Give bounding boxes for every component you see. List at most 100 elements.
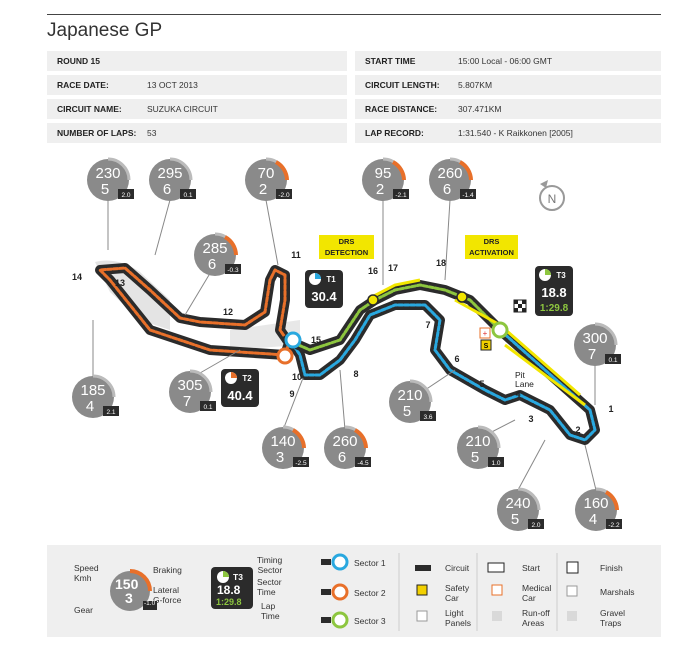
gauge-speed: 95 — [375, 165, 392, 182]
gauge-g-force: 2.0 — [121, 192, 130, 199]
gauge-speed: 285 — [202, 240, 227, 257]
drs-activation-label: DRS ACTIVATION — [469, 237, 514, 257]
corner-number: 8 — [353, 369, 358, 379]
legend-timing-sector: Timing Sector — [257, 555, 283, 575]
legend-braking: Braking — [153, 565, 182, 575]
speed-gauge: 702-2.0 — [245, 157, 292, 201]
legend-marshals: Marshals — [600, 587, 635, 597]
gauge-speed: 210 — [465, 433, 490, 450]
sector-1-marker — [284, 331, 302, 349]
gauge-g-force: -2.5 — [295, 460, 307, 467]
gauge-gear: 6 — [208, 256, 216, 273]
gauge-g-force: -0.3 — [227, 267, 239, 274]
timing-sector-label: T3 — [556, 271, 566, 280]
info-key: LAP RECORD: — [365, 128, 424, 138]
top-rule — [47, 14, 661, 15]
drs-detection-box — [319, 235, 374, 259]
corner-number: 7 — [425, 320, 430, 330]
corner-number: 5 — [479, 379, 484, 389]
gauge-g-force: 0.1 — [183, 192, 192, 199]
gauge-gear: 3 — [276, 449, 284, 466]
legend-sector3: Sector 3 — [354, 616, 386, 626]
gauge-speed: 260 — [332, 433, 357, 450]
gauge-g-force: 1.0 — [491, 460, 500, 467]
corner-number: 13 — [115, 278, 125, 288]
gauge-gear: 4 — [86, 398, 94, 415]
timing-lap-time: 1:29.8 — [540, 303, 569, 314]
gauge-speed: 240 — [505, 495, 530, 512]
gauge-speed: 140 — [270, 433, 295, 450]
gauge-gear: 4 — [589, 511, 597, 528]
legend-timing-value: 18.8 — [217, 583, 241, 597]
info-key: RACE DATE: — [57, 80, 109, 90]
legend-timing-lap: 1:29.8 — [216, 597, 242, 607]
compass-icon: N — [539, 180, 565, 211]
drs-detection-label: DRS DETECTION — [324, 237, 369, 257]
corner-number: 12 — [223, 307, 233, 317]
info-value: 53 — [147, 128, 157, 138]
svg-text:+: + — [483, 329, 488, 338]
gauge-gear: 5 — [101, 181, 109, 198]
info-key: NUMBER OF LAPS: — [57, 128, 137, 138]
corner-number: 14 — [72, 272, 82, 282]
gauge-gear: 6 — [163, 181, 171, 198]
pit-lane-label: Pit Lane — [515, 370, 534, 389]
corner-number: 11 — [291, 250, 301, 260]
info-value: 5.807KM — [458, 80, 493, 90]
gauge-gear: 6 — [443, 181, 451, 198]
gauge-g-force: -2.0 — [278, 192, 290, 199]
corner-number: 3 — [528, 414, 533, 424]
legend-medical-car: Medical Car — [522, 583, 552, 603]
gauge-gear: 7 — [588, 346, 596, 363]
finish-flag-icon — [513, 299, 527, 313]
info-key: ROUND 15 — [57, 56, 100, 66]
medical-car-icon: + — [479, 327, 491, 339]
gauge-speed: 210 — [397, 387, 422, 404]
info-key: CIRCUIT NAME: — [57, 104, 122, 114]
gauge-g-force: 0.1 — [203, 404, 212, 411]
info-row: CIRCUIT LENGTH: 5.807KM — [355, 75, 661, 95]
legend-gravel: Gravel Traps — [600, 608, 626, 628]
timing-sector-time: 40.4 — [227, 388, 253, 403]
gauge-g-force: -2.1 — [395, 192, 407, 199]
legend-sector-time: Sector Time — [257, 577, 282, 597]
info-value: 307.471KM — [458, 104, 502, 114]
info-row: ROUND 15 — [47, 51, 347, 71]
sector-2-marker — [276, 347, 294, 365]
gauge-g-force: -2.2 — [608, 522, 620, 529]
legend-gauge-speed: 150 — [115, 576, 139, 592]
gauge-speed: 305 — [177, 377, 202, 394]
legend-runoff: Run-off Areas — [522, 608, 550, 628]
legend-sector1: Sector 1 — [354, 558, 386, 568]
legend-speed: Speed Kmh — [74, 563, 99, 583]
gauge-g-force: -1.4 — [462, 192, 474, 199]
info-value: 13 OCT 2013 — [147, 80, 198, 90]
corner-number: 16 — [368, 266, 378, 276]
corner-number: 4 — [515, 389, 520, 399]
corner-number: 9 — [289, 389, 294, 399]
info-row: RACE DISTANCE: 307.471KM — [355, 99, 661, 119]
info-key: CIRCUIT LENGTH: — [365, 80, 440, 90]
info-row: RACE DATE: 13 OCT 2013 — [47, 75, 347, 95]
legend-circuit: Circuit — [445, 563, 470, 573]
gauge-gear: 6 — [338, 449, 346, 466]
gauge-g-force: 0.1 — [608, 357, 617, 364]
info-key: RACE DISTANCE: — [365, 104, 438, 114]
sector-3-marker — [491, 321, 509, 339]
info-row: LAP RECORD:1:31.540 - K Raikkonen [2005] — [355, 123, 661, 143]
gauge-speed: 295 — [157, 165, 182, 182]
gauge-speed: 185 — [80, 382, 105, 399]
corner-number: 17 — [388, 263, 398, 273]
safety-car-icon: S — [480, 339, 492, 351]
timing-sector-time: 30.4 — [311, 289, 337, 304]
gauge-speed: 70 — [258, 165, 275, 182]
gauge-speed: 230 — [95, 165, 120, 182]
